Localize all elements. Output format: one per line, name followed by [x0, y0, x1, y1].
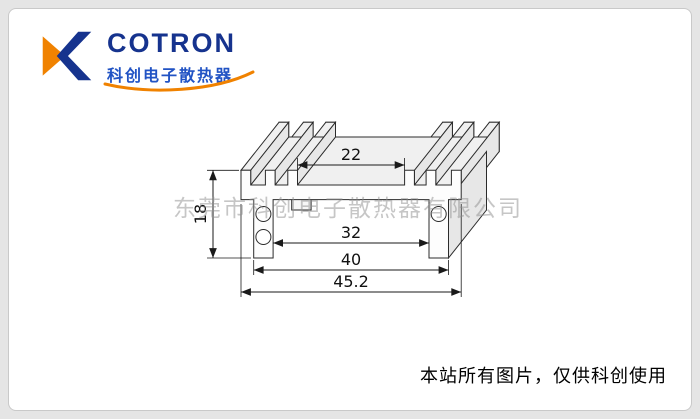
- dim-height-label: 18: [191, 204, 210, 224]
- screw-hole: [255, 229, 272, 245]
- dim-channel-width: 22: [297, 145, 406, 170]
- watermark-text: 东莞市科创电子散热器有限公司: [173, 195, 523, 221]
- usage-notice-text: 本站所有图片，仅供科创使用: [420, 366, 667, 386]
- heatsink-technical-drawing: 22 18 32 40 45.2 东莞市科创电子散热器: [173, 120, 523, 297]
- logo-mark-icon: [42, 31, 92, 81]
- heatsink-side-faces: [250, 120, 500, 260]
- heatsink-front-face: [240, 169, 462, 259]
- screw-hole-circles: [255, 206, 447, 245]
- dim-height: 18: [191, 169, 251, 259]
- brand-name: COTRON: [107, 27, 236, 58]
- logo-mark-orange-wedge: [42, 36, 66, 76]
- brand-subtitle: 科创电子散热器: [107, 68, 234, 86]
- dim-inner-width-label: 32: [341, 223, 361, 242]
- brand-subtitle-wrap: 科创电子散热器: [103, 62, 255, 92]
- logo-text: COTRON 科创电子散热器: [103, 27, 255, 92]
- dim-leg-span-label: 40: [341, 250, 361, 269]
- page-card: COTRON 科创电子散热器: [8, 8, 692, 411]
- screw-hole: [430, 206, 447, 222]
- logo-mark-blue-k: [56, 31, 92, 81]
- screw-hole: [255, 206, 272, 222]
- dim-channel-width-label: 22: [341, 145, 361, 164]
- dim-leg-span: 40: [253, 250, 449, 275]
- dim-overall-width-label: 45.2: [333, 272, 369, 291]
- logo: COTRON 科创电子散热器: [39, 27, 255, 92]
- dim-inner-width: 32: [273, 223, 429, 247]
- dim-overall-width: 45.2: [240, 204, 462, 297]
